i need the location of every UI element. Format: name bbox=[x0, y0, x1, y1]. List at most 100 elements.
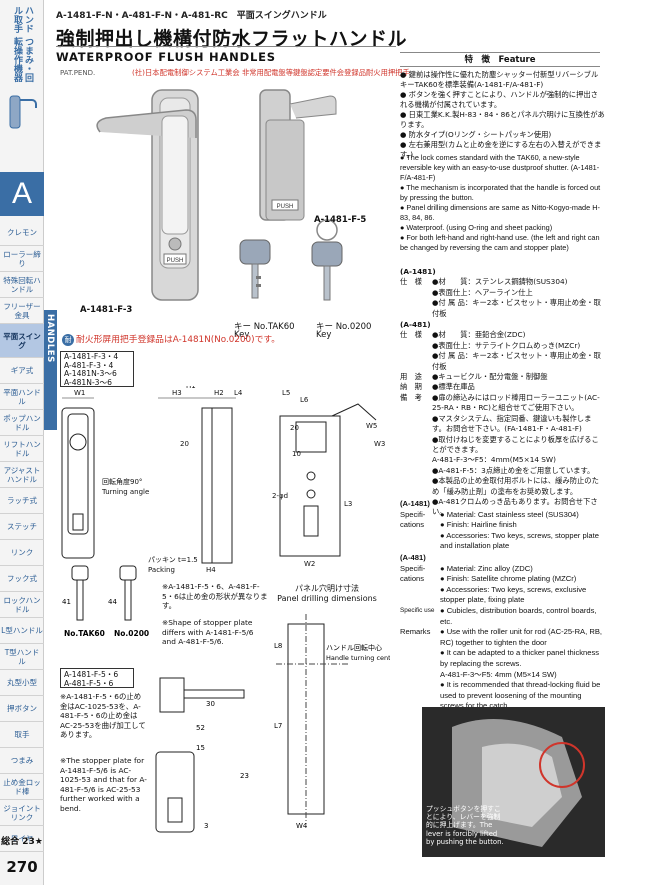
sidebar-title-line-1: ハンドル取手 bbox=[12, 6, 33, 33]
spec-key-en: Remarks bbox=[400, 627, 431, 637]
sidebar-item[interactable]: L型ハンドル bbox=[0, 618, 44, 644]
spec-value: ●本製品の止め金取付用ボルトには、緩み防止のため「緩み防止剤」の塗布をお奨め致し… bbox=[432, 476, 599, 496]
spec-value-en: ● It is recommended that thread-locking … bbox=[440, 680, 601, 711]
sidebar-item[interactable]: アジャストハンドル bbox=[0, 462, 44, 488]
feature-item: ● 左右兼用型(カムと止め金を逆にする左右の入替えができます。) bbox=[400, 140, 602, 159]
photo-caption: プッシュボタンを押すことにより、レバーを強制的に押上げます。The lever … bbox=[426, 805, 504, 846]
features-heading: 特 徴 Feature bbox=[400, 52, 600, 67]
key-label-0200-en: Key bbox=[316, 330, 332, 340]
sidebar-item[interactable]: リフトハンドル bbox=[0, 436, 44, 462]
notice-text: 耐火形屏用把手登録品はA-1481N(No.0200)です。 bbox=[76, 335, 281, 345]
push-button-photo bbox=[422, 707, 605, 857]
spec-value: ●取付けねじを変更することにより板厚を広げることができます。 bbox=[432, 434, 599, 454]
side-index: ハンドル取手 つまみ・回転操作機器 A クレモン ローラー締り 特殊回転ハンドル… bbox=[0, 0, 44, 885]
spec-value-en: ● Finish: Satellite chrome plating (MZCr… bbox=[440, 574, 577, 584]
spec-value: A-481-F-3〜F5：4mm(M5×14 SW) bbox=[432, 455, 556, 465]
dim-label: 20 bbox=[180, 440, 189, 448]
side-view-illustration: PUSH bbox=[259, 89, 337, 221]
sidebar-item[interactable]: ラッチ式 bbox=[0, 488, 44, 514]
dim-label: 3 bbox=[204, 822, 208, 830]
specifications-english: (A-1481) Specifi-● Material: Cast stainl… bbox=[400, 498, 605, 712]
spec-key: 納 期 bbox=[400, 382, 422, 392]
spec-value: ●A-481クロムめっき品もあります。お問合せ下さい。 bbox=[432, 496, 598, 517]
sidebar-item[interactable]: ジョイントリンク bbox=[0, 800, 44, 826]
spec-value-en: ● Cubicles, distribution boards, control… bbox=[440, 605, 597, 626]
sidebar-item[interactable]: ワイヤ bbox=[0, 826, 44, 852]
spec-value: ●表面仕上：サテライトクロムめっき(MZCr) bbox=[432, 340, 581, 350]
dim-label: 20 bbox=[290, 424, 299, 432]
sidebar-item[interactable]: 取手 bbox=[0, 722, 44, 748]
model-list-box: A-1481-F-3・4 A-481-F-3・4 A-1481N-3〜6 A-4… bbox=[60, 351, 134, 387]
spec-key: 用 途 bbox=[400, 372, 422, 382]
spec-key-en: cations bbox=[400, 574, 425, 584]
packing-label-en: Packing bbox=[148, 566, 175, 574]
spec-value-en: ● Accessories: Two keys, screws, exclusi… bbox=[440, 584, 587, 605]
panel-drilling-title: パネル穴明け寸法 Panel drilling dimensions bbox=[272, 584, 382, 604]
turning-angle-label-en: Turning angle bbox=[101, 488, 149, 496]
spec-section-a1481: (A-1481) bbox=[400, 267, 436, 276]
dim-label: L7 bbox=[274, 722, 282, 730]
svg-text:PUSH: PUSH bbox=[277, 204, 294, 210]
sidebar-item[interactable]: ローラー締り bbox=[0, 246, 44, 272]
spec-value-en: A-481-F-3〜F5: 4mm (M5×14 SW) bbox=[440, 669, 557, 679]
spec-key bbox=[400, 341, 432, 351]
sidebar-item[interactable]: 丸型小型 bbox=[0, 670, 44, 696]
sidebar-item[interactable]: クレモン bbox=[0, 220, 44, 246]
rear-view-drawing bbox=[279, 403, 377, 557]
feature-item-en: ● Panel drilling dimensions are same as … bbox=[400, 203, 600, 222]
spec-value-en: ● Accessories: Two keys, screws, stopper… bbox=[440, 530, 599, 551]
panel-drilling-jp: パネル穴明け寸法 bbox=[295, 584, 359, 593]
spec-key bbox=[400, 476, 432, 497]
spec-key-en: Specifi- bbox=[400, 563, 426, 573]
dim-label: 15 bbox=[196, 744, 205, 752]
spec-key-en bbox=[400, 648, 440, 669]
feature-item: ● 鍵前は操作性に優れた防塵シャッター付新型リバーシブルキーTAK60を標準装備… bbox=[400, 70, 599, 89]
key-0200-illustration bbox=[311, 219, 343, 301]
sidebar-item[interactable]: ロックハンドル bbox=[0, 592, 44, 618]
sidebar-item[interactable]: 特殊回転ハンドル bbox=[0, 272, 44, 298]
spec-value-en: ● Finish: Hairline finish bbox=[440, 520, 517, 530]
patent-note: PAT.PEND. bbox=[60, 69, 96, 77]
feature-item-en: ● The mechanism is incorporated that the… bbox=[400, 183, 601, 202]
sidebar-item[interactable]: フック式 bbox=[0, 566, 44, 592]
spec-value-en: ● Use with the roller unit for rod (AC-2… bbox=[440, 627, 602, 647]
spec-key: 仕 様 bbox=[400, 330, 422, 340]
model-item: A-1481-F-5・6 bbox=[64, 670, 119, 679]
dim-label: 2-φd bbox=[272, 492, 288, 500]
sidebar-item[interactable]: ポップハンドル bbox=[0, 410, 44, 436]
specifications-japanese: (A-1481) 仕 様●材 質：ステンレス鋼鋳物(SUS304) ●表面仕上：… bbox=[400, 266, 605, 518]
sidebar-item[interactable]: 平面ハンドル bbox=[0, 384, 44, 410]
spec-key bbox=[400, 288, 432, 298]
feature-item: ● 防水タイプ(Oリング・シートパッキン使用) bbox=[400, 130, 552, 139]
dimension-drawing: W1 H3 H2 H1 L4 L5 L6 W5 W3 L3 20 10 2-φd… bbox=[61, 386, 385, 574]
spec-key: 備 考 bbox=[400, 392, 422, 402]
sidebar-item[interactable]: リンク bbox=[0, 540, 44, 566]
fireproof-notice: 耐耐火形屏用把手登録品はA-1481N(No.0200)です。 bbox=[62, 332, 280, 346]
stopper-plate-note-jp: ※A-1481-F-5・6の止め金はAC-1025-53を、A-481-F-5・… bbox=[60, 692, 146, 740]
sidebar-item-active[interactable]: 平面スイング bbox=[0, 324, 44, 358]
sidebar-item[interactable]: 押ボタン bbox=[0, 696, 44, 722]
side-view-drawing bbox=[158, 397, 236, 564]
dim-label: 41 bbox=[62, 598, 71, 606]
keys-drawing: 41 44 No.TAK60 No.0200 bbox=[62, 565, 149, 638]
spec-section-a481: (A-481) bbox=[400, 320, 431, 330]
product-code-line: A-1481-F-N・A-481-F-N・A-481-RC 平面スイングハンドル bbox=[56, 11, 327, 21]
sidebar-item[interactable]: つまみ bbox=[0, 748, 44, 774]
stopper-note-jp: ※A-1481-F-5・6、A-481-F-5・6は止め金の形状が異なります。 bbox=[162, 582, 268, 611]
spec-value-en: ● It can be adapted to a thicker panel t… bbox=[440, 648, 600, 668]
sidebar-item[interactable]: T型ハンドル bbox=[0, 644, 44, 670]
total-pages: 総合 23★ bbox=[1, 837, 43, 847]
spec-value: ●付 属 品：キー2本・ビスセット・専用止め金・取付板 bbox=[432, 351, 601, 371]
sidebar-item[interactable]: フリーザー金具 bbox=[0, 298, 44, 324]
sidebar-item[interactable]: 止め金ロッド棒 bbox=[0, 774, 44, 800]
svg-text:PUSH: PUSH bbox=[167, 258, 184, 264]
push-button-illustration bbox=[422, 707, 605, 857]
sidebar-item[interactable]: ギア式 bbox=[0, 358, 44, 384]
key-tak60-illustration bbox=[239, 239, 271, 299]
page-title-english: WATERPROOF FLUSH HANDLES bbox=[56, 50, 276, 64]
page-number: 270 bbox=[6, 858, 38, 876]
spec-key-en bbox=[400, 585, 440, 606]
handle-icon bbox=[9, 95, 37, 129]
spec-value: ●マスタシステム、指定同番、鍵違いも製作します。お問合せ下さい。(FA-1481… bbox=[432, 413, 592, 434]
sidebar-item[interactable]: ステッチ bbox=[0, 514, 44, 540]
